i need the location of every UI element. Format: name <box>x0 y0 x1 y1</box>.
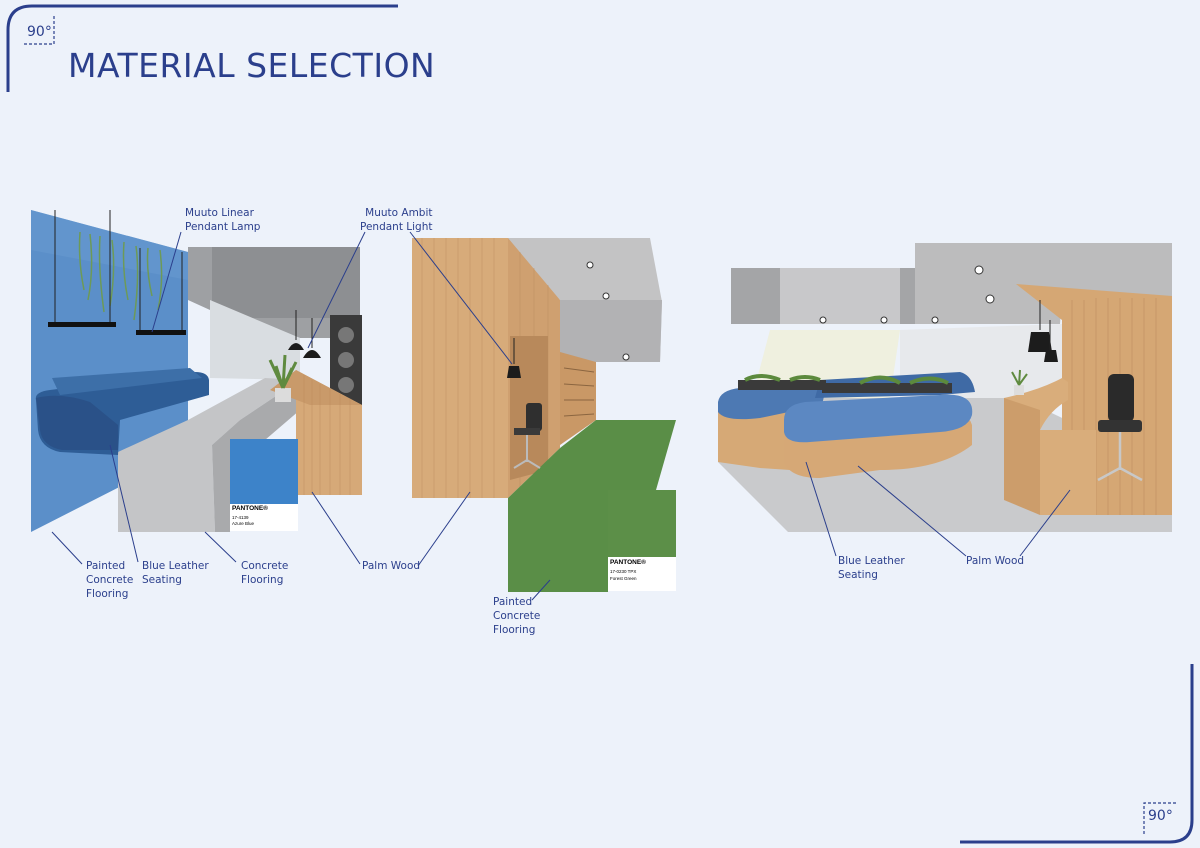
swatch-code: 17-4139 <box>232 515 249 520</box>
label-palm-wood-reception: Palm Wood <box>966 555 1025 567</box>
label-muuto-linear-pendant-lamp: Muuto Linear Pendant Lamp <box>185 207 261 233</box>
page-title: MATERIAL SELECTION <box>68 46 436 85</box>
swatch-brand: PANTONE® <box>610 559 646 566</box>
label-blue-leather-seating: Blue Leather Seating <box>142 560 209 586</box>
swatch-code: 17-0230 TPX <box>610 569 637 574</box>
label-blue-leather-seating-reception: Blue Leather Seating <box>838 555 905 581</box>
label-concrete-flooring: Concrete Flooring <box>241 560 289 586</box>
swatch-name: Forest Green <box>610 576 637 581</box>
label-muuto-ambit-pendant-light: Muuto Ambit Pendant Light <box>360 207 433 233</box>
swatch-color-azure <box>230 439 298 504</box>
swatch-brand: PANTONE® <box>232 505 268 512</box>
swatch-name: Azure Blue <box>232 521 255 526</box>
label-palm-wood: Palm Wood <box>362 560 421 572</box>
brand-mark-top: 90° <box>27 24 52 40</box>
label-painted-concrete-flooring-green: Painted Concrete Flooring <box>493 596 541 636</box>
pantone-swatch-azure-blue: PANTONE® 17-4139 Azure Blue <box>230 439 298 531</box>
label-painted-concrete-flooring: Painted Concrete Flooring <box>86 560 134 600</box>
brand-mark-bottom: 90° <box>1148 808 1173 824</box>
swatch-color-forest <box>608 490 676 557</box>
pantone-swatch-forest-green: PANTONE® 17-0230 TPX Forest Green <box>608 490 676 591</box>
